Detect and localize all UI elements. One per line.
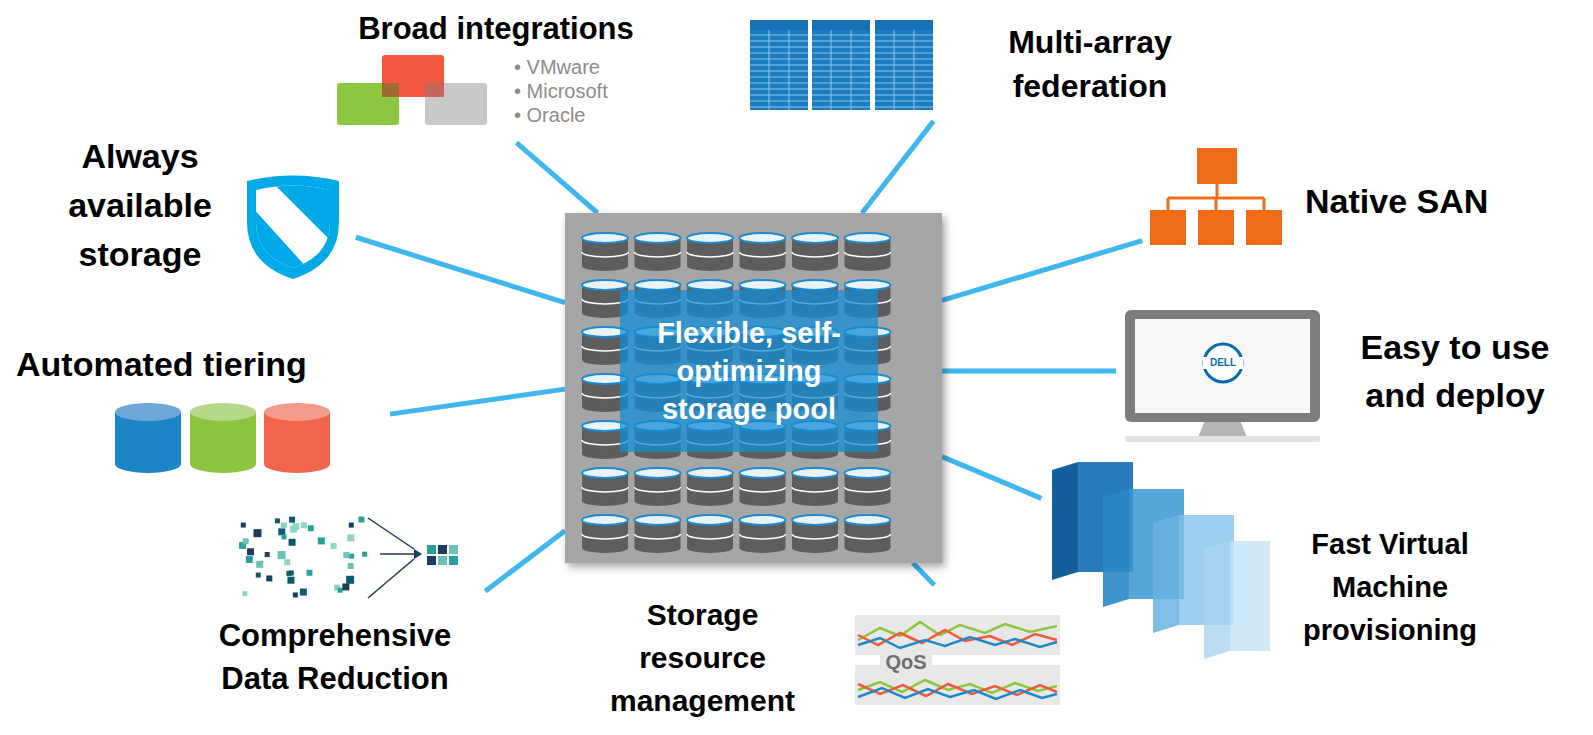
pool-title: Flexible, self-optimizing storage pool xyxy=(620,290,878,452)
server-rack-icon xyxy=(750,20,933,110)
vm-stack-icon xyxy=(1052,462,1270,659)
feature-label: Native SAN xyxy=(1305,181,1543,222)
bullet-item: • Microsoft xyxy=(514,79,674,103)
feature-item: Broad integrations • VMware• Microsoft• O… xyxy=(310,6,686,140)
feature-label: Fast Virtual Machine provisioning xyxy=(1285,523,1495,652)
connector-line xyxy=(390,389,565,414)
feature-item: Easy to use and deploy xyxy=(1120,305,1582,441)
feature-label: Always available storage xyxy=(40,132,240,279)
connector-line xyxy=(942,369,1116,374)
connector-line xyxy=(942,457,1041,499)
shield-icon xyxy=(247,176,340,281)
data-reduction-icon xyxy=(239,517,458,598)
feature-label: Easy to use and deploy xyxy=(1335,323,1575,419)
connector-line xyxy=(356,237,565,302)
feature-item: Comprehensive Data Reduction xyxy=(190,510,482,702)
feature-item: Storage resource management xyxy=(600,588,1070,728)
feature-label: Multi-array federation xyxy=(985,20,1195,108)
connector-line xyxy=(913,563,934,585)
feature-item: Automated tiering xyxy=(12,338,386,473)
connector-line xyxy=(862,121,933,213)
feature-item: Fast Virtual Machine provisioning xyxy=(1045,455,1505,660)
feature-item: Native SAN xyxy=(1146,144,1547,250)
logo-text: DELL xyxy=(1203,357,1243,369)
feature-item: Always available storage xyxy=(40,128,352,282)
chart-label: QoS xyxy=(880,651,932,673)
bullet-item: • VMware xyxy=(514,55,674,79)
feature-label: Automated tiering xyxy=(16,344,382,385)
connector-line xyxy=(942,241,1142,301)
feature-label: Storage resource management xyxy=(600,593,805,722)
integration-icon xyxy=(337,55,487,125)
feature-label: Broad integrations xyxy=(310,10,682,47)
bullet-item: • Oracle xyxy=(514,103,674,127)
storage-pool-box: Flexible, self-optimizing storage pool xyxy=(565,213,942,563)
connector-line xyxy=(516,143,597,213)
connector-line xyxy=(485,531,565,592)
feature-label: Comprehensive Data Reduction xyxy=(195,614,475,700)
monitor-icon xyxy=(1125,310,1320,442)
tier-cylinders-icon xyxy=(115,403,330,473)
feature-item: Multi-array federation xyxy=(745,12,1205,118)
san-icon xyxy=(1150,148,1282,245)
qos-chart-icon xyxy=(855,615,1060,705)
